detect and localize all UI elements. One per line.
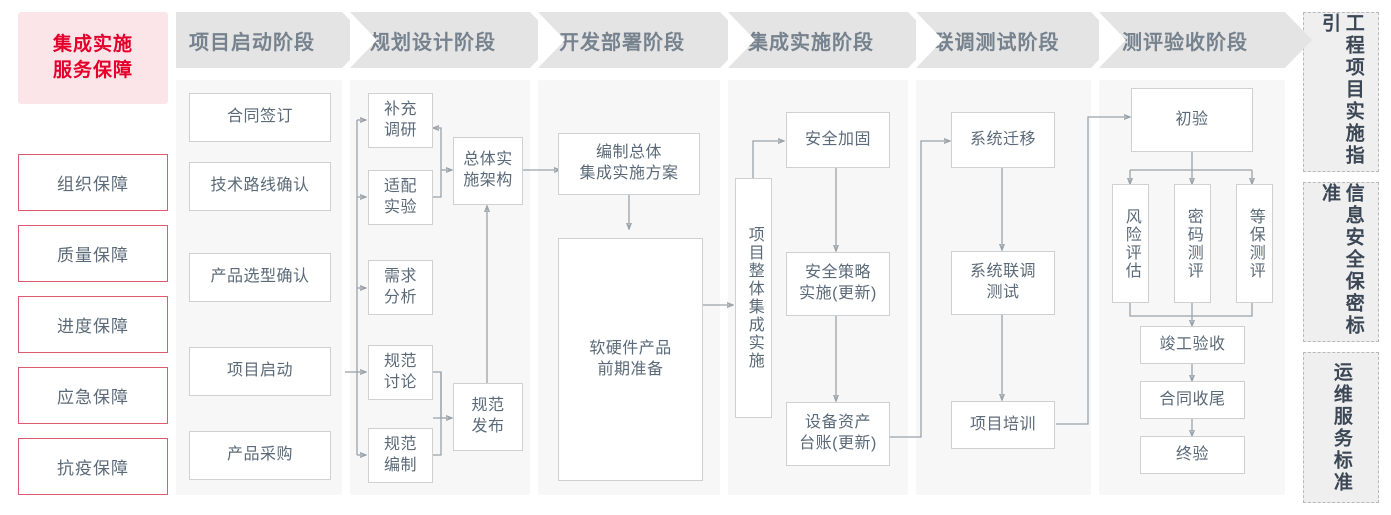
node-supplementary-research-line2: 调研 (383, 121, 417, 139)
node-spec-release-line2: 发布 (471, 418, 505, 435)
node-product-procurement[interactable]: 产品采购 (189, 431, 331, 480)
phase-header-6[interactable]: 测评验收阶段 (1099, 12, 1312, 68)
node-security-policy-implementation-line1: 安全策略 (804, 264, 871, 282)
standard-label-operations: 运维服务标准 (1330, 361, 1352, 494)
node-risk-assessment[interactable]: 风险评估 (1112, 184, 1149, 303)
guarantee-item-emergency[interactable]: 应急保障 (18, 367, 168, 424)
node-overall-implementation-architecture-line1: 总体实 (463, 151, 513, 169)
phase-header-2[interactable]: 规划设计阶段 (350, 12, 557, 68)
node-system-joint-debug-test-line1: 系统联调 (969, 263, 1036, 281)
node-spec-discussion[interactable]: 规范讨论 (368, 345, 433, 400)
node-final-acceptance[interactable]: 终验 (1140, 436, 1245, 474)
node-hardware-software-preparation[interactable]: 软硬件产品前期准备 (558, 238, 703, 481)
node-tech-route-confirm[interactable]: 技术路线确认 (189, 162, 331, 211)
node-equipment-asset-ledger-line1: 设备资产 (804, 414, 871, 432)
node-supplementary-research-line1: 补充 (383, 100, 417, 118)
phase-header-4[interactable]: 集成实施阶段 (728, 12, 935, 68)
node-draft-overall-integration-plan-line1: 编制总体 (595, 144, 662, 162)
node-spec-release-line1: 规范 (471, 397, 505, 415)
node-security-hardening[interactable]: 安全加固 (786, 112, 890, 168)
node-adaptation-experiment[interactable]: 适配实验 (368, 170, 433, 225)
node-completion-acceptance[interactable]: 竣工验收 (1140, 326, 1245, 364)
phase-header-3-label: 开发部署阶段 (559, 31, 685, 54)
node-adaptation-experiment-line2: 实验 (383, 198, 417, 216)
node-project-kickoff[interactable]: 项目启动 (189, 347, 331, 396)
phase-header-1[interactable]: 项目启动阶段 (176, 12, 369, 68)
node-spec-drafting[interactable]: 规范编制 (368, 428, 433, 483)
guarantee-header-line1: 集成实施 (52, 34, 133, 56)
node-product-selection-confirm[interactable]: 产品选型确认 (189, 253, 331, 302)
node-spec-discussion-line2: 讨论 (383, 373, 417, 391)
guarantee-header-line2: 服务保障 (52, 60, 133, 81)
phase-header-5-label: 联调测试阶段 (933, 31, 1060, 54)
node-overall-implementation-architecture-line2: 施架构 (463, 172, 513, 189)
node-requirement-analysis[interactable]: 需求分析 (368, 260, 433, 315)
phase-header-3[interactable]: 开发部署阶段 (538, 12, 747, 68)
node-system-joint-debug-test[interactable]: 系统联调测试 (951, 251, 1055, 315)
guarantee-item-schedule[interactable]: 进度保障 (18, 296, 168, 353)
node-security-policy-implementation-line2: 实施(更新) (799, 285, 877, 302)
guarantee-item-organization[interactable]: 组织保障 (18, 154, 168, 211)
node-system-migration[interactable]: 系统迁移 (951, 112, 1055, 168)
node-requirement-analysis-line2: 分析 (383, 288, 417, 306)
node-spec-release[interactable]: 规范发布 (453, 383, 523, 451)
standard-label-security: 信息安全保密标准 (1319, 183, 1364, 337)
node-draft-overall-integration-plan[interactable]: 编制总体集成实施方案 (558, 133, 700, 195)
node-security-policy-implementation[interactable]: 安全策略实施(更新) (786, 252, 890, 316)
node-system-joint-debug-test-line2: 测试 (986, 284, 1020, 301)
node-spec-drafting-line2: 编制 (383, 456, 417, 474)
node-contract-closeout[interactable]: 合同收尾 (1140, 381, 1245, 419)
node-preliminary-acceptance[interactable]: 初验 (1131, 88, 1253, 152)
phase-header-6-label: 测评验收阶段 (1122, 31, 1248, 54)
node-overall-implementation-architecture[interactable]: 总体实施架构 (453, 137, 523, 205)
standard-panel-security[interactable]: 信息安全保密标准 (1303, 182, 1379, 342)
guarantee-item-epidemic[interactable]: 抗疫保障 (18, 438, 168, 495)
phase-header-5[interactable]: 联调测试阶段 (916, 12, 1118, 68)
node-spec-discussion-line1: 规范 (383, 352, 417, 370)
node-cryptography-evaluation[interactable]: 密码测评 (1174, 184, 1211, 303)
phase-header-2-label: 规划设计阶段 (370, 31, 496, 54)
node-mlps-evaluation[interactable]: 等保测评 (1236, 184, 1273, 303)
node-contract-signing[interactable]: 合同签订 (189, 93, 331, 142)
node-requirement-analysis-line1: 需求 (383, 267, 417, 285)
node-project-training[interactable]: 项目培训 (951, 401, 1055, 449)
node-spec-drafting-line1: 规范 (383, 435, 417, 453)
phase-header-4-label: 集成实施阶段 (748, 31, 874, 54)
node-equipment-asset-ledger-line2: 台账(更新) (799, 435, 877, 452)
standard-panel-engineering[interactable]: 工程项目实施指引 (1303, 12, 1379, 172)
node-draft-overall-integration-plan-line2: 集成实施方案 (579, 165, 679, 182)
standard-label-engineering: 工程项目实施指引 (1319, 13, 1364, 167)
node-equipment-asset-ledger[interactable]: 设备资产台账(更新) (786, 402, 890, 466)
phase-header-1-label: 项目启动阶段 (189, 31, 315, 54)
guarantee-header: 集成实施 服务保障 (18, 12, 168, 104)
guarantee-item-quality[interactable]: 质量保障 (18, 225, 168, 282)
node-hardware-software-preparation-line2: 前期准备 (597, 360, 664, 378)
node-hardware-software-preparation-line1: 软硬件产品 (589, 339, 672, 357)
node-supplementary-research[interactable]: 补充调研 (368, 93, 433, 148)
node-overall-project-integration[interactable]: 项目整体集成实施 (735, 178, 772, 418)
node-adaptation-experiment-line1: 适配 (383, 177, 417, 195)
standard-panel-operations[interactable]: 运维服务标准 (1303, 352, 1379, 503)
